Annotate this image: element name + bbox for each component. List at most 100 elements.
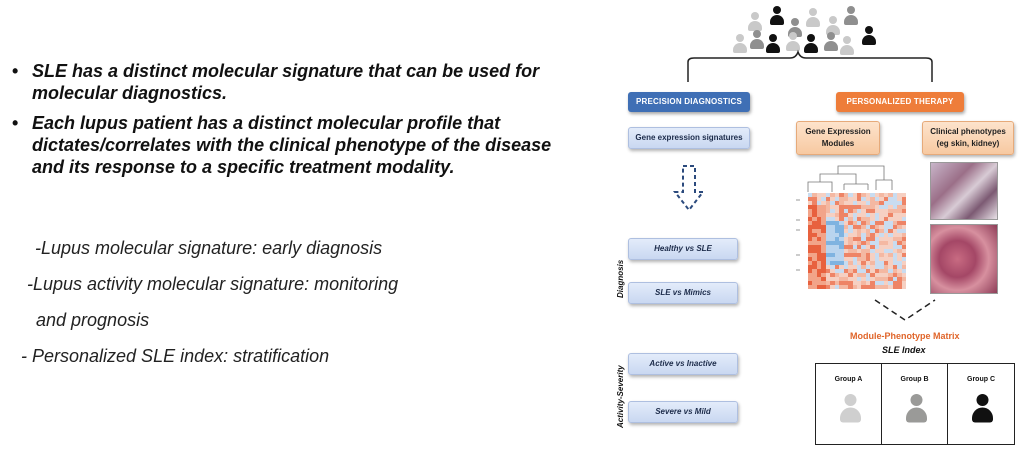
heatmap-cell xyxy=(883,265,889,269)
heatmap-cell xyxy=(808,201,813,205)
heatmap-cell xyxy=(834,257,840,261)
heatmap-cell xyxy=(874,205,880,209)
heatmap-cell xyxy=(879,217,884,221)
heatmap-cell xyxy=(892,217,898,221)
person-icon xyxy=(862,26,876,48)
heatmap-cell xyxy=(888,201,893,205)
heatmap-cell xyxy=(888,281,893,285)
person-icon xyxy=(840,36,854,58)
heatmap-cell xyxy=(843,217,849,221)
heatmap-cell xyxy=(848,205,853,209)
heatmap-cell xyxy=(812,261,817,265)
heatmap-cell xyxy=(874,257,880,261)
heatmap-cell xyxy=(848,193,853,197)
active-vs-inactive-box: Active vs Inactive xyxy=(628,353,738,375)
heatmap-cell xyxy=(830,213,835,217)
heatmap-cell xyxy=(870,229,875,233)
heatmap-cell xyxy=(865,257,871,261)
heatmap-cell xyxy=(901,277,906,281)
heatmap-cell xyxy=(816,245,822,249)
kidney-phenotype-image xyxy=(930,224,998,294)
heatmap-cell xyxy=(892,193,898,197)
heatmap-cell xyxy=(879,209,884,213)
sle-index-groups: Group A Group B Group C xyxy=(815,363,1015,445)
heatmap-cell xyxy=(848,213,853,217)
heatmap-cell xyxy=(870,241,875,245)
heatmap-cell xyxy=(834,197,840,201)
heatmap-cell xyxy=(879,213,884,217)
heatmap-cell xyxy=(848,221,853,225)
heatmap-cell xyxy=(901,225,906,229)
heatmap-cell xyxy=(879,253,884,257)
heatmap-cell xyxy=(897,217,902,221)
heatmap-cell xyxy=(812,229,817,233)
heatmap-cell xyxy=(830,201,835,205)
sub-point: and prognosis xyxy=(36,310,150,330)
heatmap-cell xyxy=(861,249,866,253)
heatmap-cell xyxy=(834,265,840,269)
heatmap-cell xyxy=(888,229,893,233)
heatmap-cell xyxy=(865,229,871,233)
heatmap-cell xyxy=(861,241,866,245)
heatmap-cell xyxy=(897,249,902,253)
heatmap-cell xyxy=(874,285,880,289)
heatmap-cell xyxy=(857,197,862,201)
diagnosis-label: Diagnosis xyxy=(616,259,625,298)
heatmap-cell xyxy=(883,217,889,221)
heatmap-cell xyxy=(879,245,884,249)
heatmap-cell xyxy=(834,245,840,249)
heatmap-cell xyxy=(839,249,844,253)
group-b-cell: Group B xyxy=(882,364,948,444)
heatmap-cell xyxy=(897,285,902,289)
heatmap-cell xyxy=(825,277,831,281)
heatmap-cell xyxy=(892,281,898,285)
heatmap-cell xyxy=(865,265,871,269)
heatmap-cell xyxy=(843,225,849,229)
heatmap-cell xyxy=(874,281,880,285)
matrix-title: Module-Phenotype Matrix xyxy=(850,331,960,341)
heatmap-cell xyxy=(892,249,898,253)
heatmap-cell xyxy=(883,237,889,241)
heatmap-cell xyxy=(888,197,893,201)
heatmap-cell xyxy=(825,241,831,245)
heatmap-cell xyxy=(888,269,893,273)
heatmap-cell xyxy=(870,193,875,197)
heatmap-cell xyxy=(843,201,849,205)
heatmap-cell xyxy=(852,269,857,273)
heatmap-cell xyxy=(816,277,822,281)
heatmap-cell xyxy=(816,265,822,269)
healthy-vs-sle-box: Healthy vs SLE xyxy=(628,238,738,260)
heatmap-cell xyxy=(812,213,817,217)
heatmap-cell xyxy=(897,245,902,249)
person-icon xyxy=(804,34,818,56)
heatmap-cell xyxy=(812,241,817,245)
heatmap-cell xyxy=(897,229,902,233)
heatmap-cell xyxy=(848,245,853,249)
heatmap-cell xyxy=(870,237,875,241)
heatmap-cell xyxy=(874,197,880,201)
heatmap-cell xyxy=(812,225,817,229)
heatmap-cell xyxy=(870,205,875,209)
heatmap-cell xyxy=(843,233,849,237)
heatmap-cell xyxy=(808,241,813,245)
heatmap-cell xyxy=(839,273,844,277)
heatmap-cell xyxy=(861,281,866,285)
dendrogram-icon xyxy=(796,165,893,271)
heatmap-cell xyxy=(816,269,822,273)
heatmap-cell xyxy=(843,193,849,197)
heatmap-cell xyxy=(897,253,902,257)
heatmap-cell xyxy=(857,261,862,265)
heatmap-cell xyxy=(812,273,817,277)
heatmap-cell xyxy=(879,261,884,265)
heatmap-cell xyxy=(897,261,902,265)
heatmap-cell xyxy=(861,285,866,289)
heatmap-cell xyxy=(812,205,817,209)
heatmap-cell xyxy=(857,237,862,241)
heatmap-cell xyxy=(843,253,849,257)
heatmap-cell xyxy=(888,261,893,265)
heatmap-cell xyxy=(897,273,902,277)
heatmap-cell xyxy=(848,201,853,205)
heatmap-cell xyxy=(901,193,906,197)
heatmap-cell xyxy=(834,273,840,277)
heatmap-cell xyxy=(830,269,835,273)
